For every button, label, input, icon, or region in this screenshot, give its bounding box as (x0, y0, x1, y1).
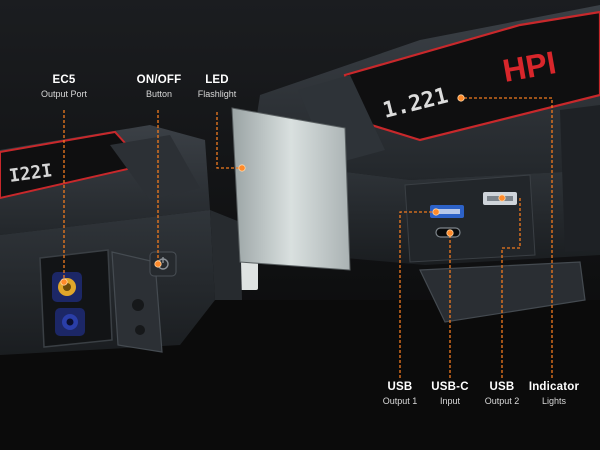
callout-usb-c-subtitle: Input (439, 396, 461, 407)
power-button (149, 251, 177, 277)
callout-usb-output-1: USB Output 1 (372, 381, 428, 407)
callout-usb-c-title: USB-C (431, 381, 469, 393)
callout-on-off-subtitle: Button (145, 89, 173, 100)
callout-led-subtitle: Flashlight (197, 89, 237, 100)
led-flashlight (231, 107, 351, 271)
callout-indicator-subtitle: Lights (541, 396, 567, 407)
callout-led-title: LED (205, 74, 229, 86)
callout-indicator-title: Indicator (528, 381, 580, 393)
callout-led: LED Flashlight (186, 74, 248, 100)
callout-usb-output-2-subtitle: Output 2 (484, 396, 520, 407)
callout-ec5: EC5 Output Port (28, 74, 100, 100)
callout-usb-output-1-title: USB (387, 381, 413, 393)
callout-on-off-title: ON/OFF (136, 74, 182, 86)
ec5-socket-positive (52, 272, 82, 302)
usb-port-panel (404, 174, 536, 263)
callout-ec5-title: EC5 (52, 74, 76, 86)
ec5-socket-negative (55, 308, 85, 336)
callout-dots (60, 94, 506, 286)
callout-lines (63, 97, 553, 378)
right-unit: HPI 1.221 (231, 5, 600, 323)
callout-usb-output-1-subtitle: Output 1 (382, 396, 418, 407)
callout-usb-output-2-title: USB (489, 381, 515, 393)
callout-ec5-subtitle: Output Port (40, 89, 88, 100)
usb-output-1-port (430, 205, 464, 218)
callout-usb-output-2: USB Output 2 (474, 381, 530, 407)
callout-on-off: ON/OFF Button (124, 74, 194, 100)
callout-indicator: Indicator Lights (522, 381, 586, 407)
callout-usb-c: USB-C Input (424, 381, 476, 407)
